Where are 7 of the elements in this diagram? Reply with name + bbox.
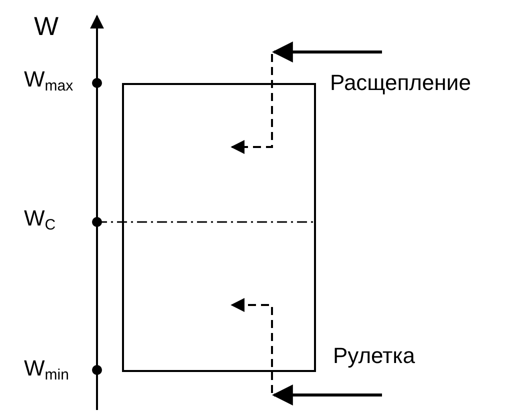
region-label: Расщепление: [330, 71, 471, 95]
rectangle-shape: [122, 83, 316, 372]
axis-value-label: W$_{min}$: [24, 356, 69, 386]
axis-value-label: W$_{max}$: [24, 68, 74, 96]
region-label: Рулетка: [333, 344, 415, 368]
axis-label: W: [34, 14, 59, 38]
axis-value-label: W$_{C}$: [24, 206, 56, 236]
